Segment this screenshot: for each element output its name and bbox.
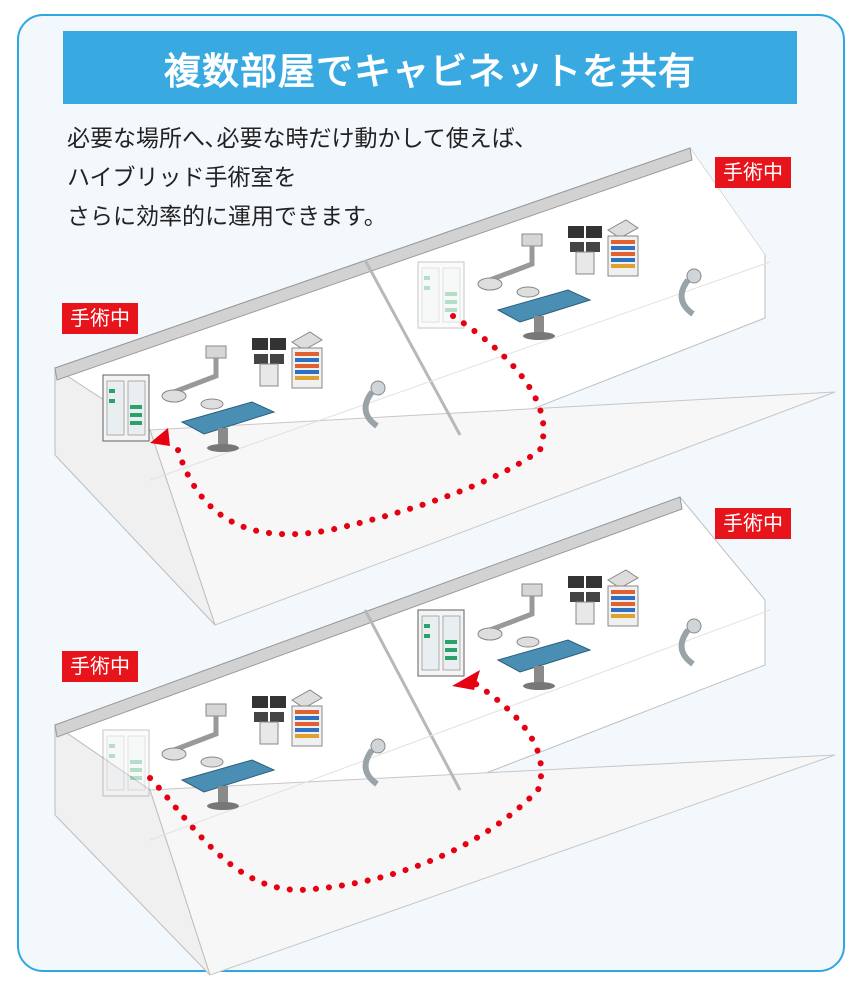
bottom-building (53, 496, 836, 976)
description: 必要な場所へ､必要な時だけ動かして使えば､ ハイブリッド手術室を さらに効率的に… (67, 120, 526, 237)
status-badge-bottom-right: 手術中 (715, 508, 791, 539)
cabinet-ghost (417, 261, 465, 329)
status-badge-top-left: 手術中 (62, 303, 138, 334)
move-path-dots (147, 677, 545, 894)
cabinet-ghost (102, 729, 150, 797)
arrow-head (452, 670, 480, 690)
description-line-3: さらに効率的に運用できます。 (67, 204, 387, 230)
status-badge-bottom-left: 手術中 (62, 651, 138, 682)
top-building (53, 147, 836, 626)
description-line-1: 必要な場所へ､必要な時だけ動かして使えば､ (67, 126, 527, 152)
move-path-dots (175, 313, 547, 538)
cabinet-in-use (417, 609, 465, 677)
description-line-2: ハイブリッド手術室を (67, 165, 297, 191)
title-banner: 複数部屋でキャビネットを共有 (63, 31, 797, 104)
cabinet-in-use (102, 374, 150, 442)
status-badge-top-right: 手術中 (715, 157, 791, 188)
arrow-head (150, 428, 170, 446)
